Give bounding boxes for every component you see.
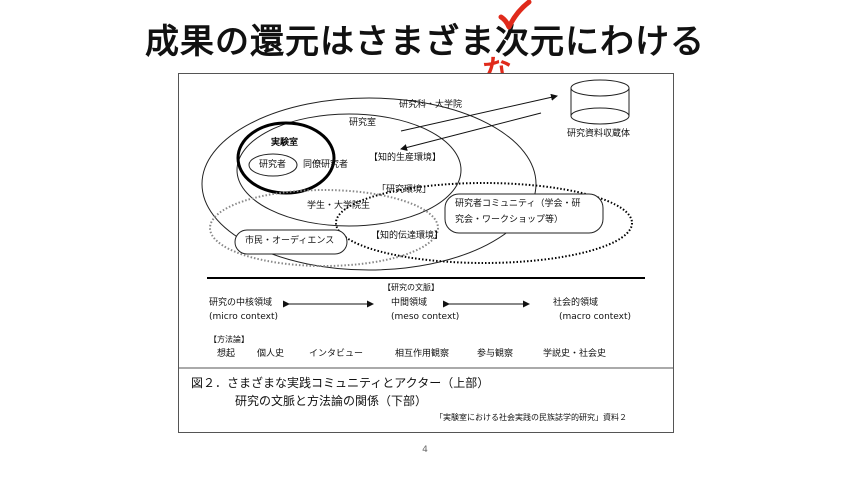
archive-label: 研究資料収蔵体 xyxy=(567,129,631,139)
community-label-line2: 究会・ワークショップ等） xyxy=(455,215,564,225)
laboratory-label: 実験室 xyxy=(271,138,299,148)
method-item: 学説史・社会史 xyxy=(543,349,607,359)
macro-en-label: (macro context) xyxy=(559,312,632,322)
knowledge-production-label: 【知的生産環境】 xyxy=(369,153,442,163)
graduate-school-label: 研究科・大学院 xyxy=(399,100,463,110)
arrow-to-archive xyxy=(400,93,558,132)
caption-line1: 図２．さまざまな実践コミュニティとアクター（上部） xyxy=(191,376,490,390)
slide-title: 成果の還元はさまざま次元にわける xyxy=(145,22,705,62)
checkmark-annotation-icon xyxy=(498,0,532,30)
page-number: 4 xyxy=(422,445,428,455)
knowledge-transmission-label: 【知的伝達環境】 xyxy=(371,231,444,241)
knowledge-transmission-ellipse xyxy=(335,182,633,264)
caption-source: 「実験室における社会実践の民族誌学的研究」資料２ xyxy=(435,413,627,422)
community-box xyxy=(444,193,604,234)
caption-line2: 研究の文脈と方法論の関係（下部） xyxy=(235,394,428,408)
method-item: 個人史 xyxy=(257,349,285,359)
graduate-school-ellipse xyxy=(201,97,537,271)
citizens-ellipse xyxy=(209,189,439,267)
community-label-line1: 研究者コミュニティ（学会・研 xyxy=(455,199,581,209)
method-item: 想起 xyxy=(217,349,236,359)
meso-label: 中間領域 xyxy=(391,298,428,308)
method-item: インタビュー xyxy=(309,349,364,359)
researcher-label: 研究者 xyxy=(259,160,287,170)
citizens-box xyxy=(234,229,348,255)
meso-en-label: (meso context) xyxy=(391,312,460,322)
methods-header: 【方法論】 xyxy=(209,335,249,344)
context-header: 【研究の文脈】 xyxy=(383,283,439,292)
colleague-label: 同僚研究者 xyxy=(303,160,349,170)
laboratory-ellipse xyxy=(236,121,336,195)
figure-panel: 研究科・大学院 研究室 実験室 研究者 同僚研究者 【知的生産環境】 「研究環境… xyxy=(178,73,674,433)
macro-label: 社会的領域 xyxy=(553,298,599,308)
diagram-graphics xyxy=(179,79,673,369)
lab-room-label: 研究室 xyxy=(349,118,377,128)
micro-en-label: (micro context) xyxy=(209,312,279,322)
research-lab-ellipse xyxy=(236,113,462,227)
arrow-from-archive xyxy=(400,112,542,151)
research-environment-label: 「研究環境」 xyxy=(377,185,432,195)
citizens-label: 市民・オーディエンス xyxy=(245,236,335,246)
micro-label: 研究の中核領域 xyxy=(209,298,273,308)
researcher-ellipse xyxy=(248,153,298,177)
method-item: 相互作用観察 xyxy=(395,349,450,359)
archive-cylinder-icon xyxy=(570,79,630,125)
students-label: 学生・大学院生 xyxy=(307,201,371,211)
method-item: 参与観察 xyxy=(477,349,514,359)
